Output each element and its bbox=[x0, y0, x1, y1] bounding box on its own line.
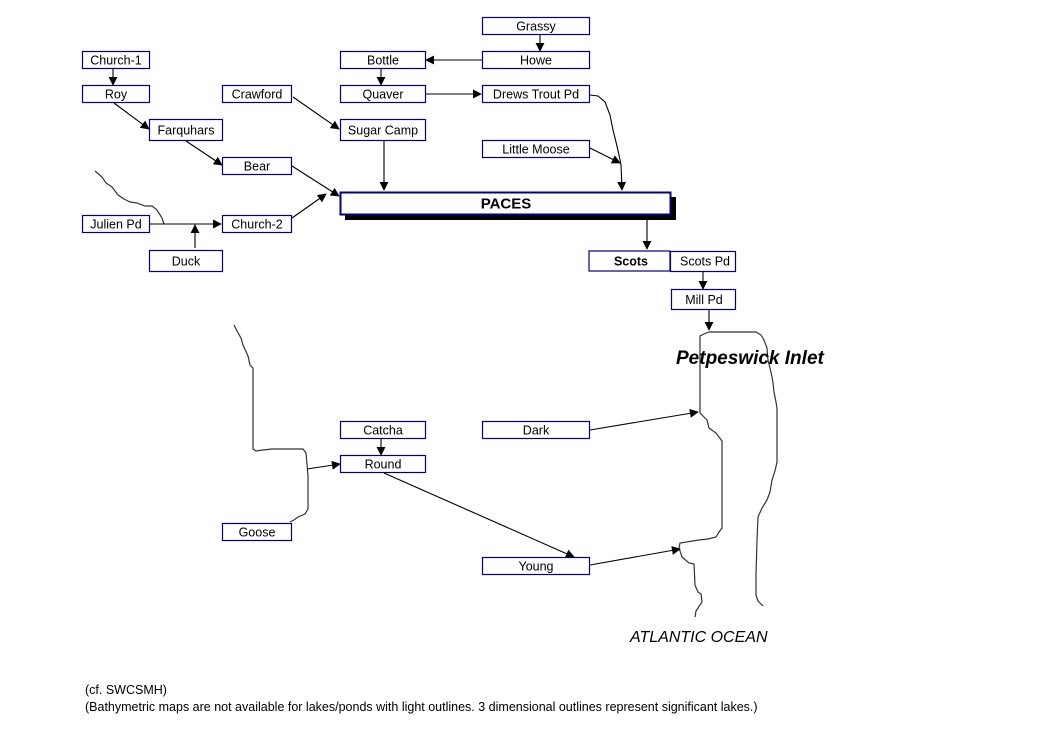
lake-label: Church-1 bbox=[90, 54, 141, 68]
lake-label: Scots bbox=[614, 255, 648, 269]
edge-littlemoose-drewsline bbox=[589, 147, 621, 164]
shoreline-upper-left bbox=[94, 170, 165, 225]
edge-goose-round bbox=[306, 460, 341, 470]
lake-label: Crawford bbox=[232, 88, 283, 102]
edge-crawford-sugarcamp bbox=[292, 96, 340, 130]
lake-howe: Howe bbox=[481, 50, 591, 70]
lake-label: Julien Pd bbox=[90, 218, 141, 232]
edge-church2-paces bbox=[291, 193, 327, 219]
lake-label: Duck bbox=[172, 255, 201, 269]
edge-dark-inlet bbox=[589, 408, 699, 431]
lake-quaver: Quaver bbox=[339, 84, 427, 104]
edge-round-young bbox=[383, 472, 575, 558]
lake-dark: Dark bbox=[481, 420, 591, 440]
lake-little-moose: Little Moose bbox=[481, 139, 591, 159]
lake-label: Mill Pd bbox=[685, 293, 723, 307]
lake-julien-pd: Julien Pd bbox=[81, 214, 151, 234]
lake-label: Roy bbox=[105, 88, 128, 102]
lake-label: Round bbox=[365, 458, 402, 472]
lake-scots: Scots bbox=[588, 250, 671, 272]
lake-label: Goose bbox=[239, 526, 276, 540]
lake-label: Bottle bbox=[367, 54, 399, 68]
paces-frame bbox=[339, 191, 672, 216]
lake-sugar-camp: Sugar Camp bbox=[339, 118, 427, 142]
lake-roy: Roy bbox=[81, 84, 151, 104]
petpeswick-inlet-label: Petpeswick Inlet bbox=[676, 348, 825, 369]
atlantic-ocean-label: ATLANTIC OCEAN bbox=[629, 629, 768, 646]
edge-drews-paces bbox=[589, 94, 627, 191]
edge-roy-farquhars bbox=[113, 102, 150, 130]
lake-label: Grassy bbox=[516, 20, 556, 34]
shoreline-inlet-east bbox=[709, 331, 778, 607]
lake-goose: Goose bbox=[221, 522, 293, 542]
lake-label: Farquhars bbox=[158, 124, 215, 138]
lake-label: Bear bbox=[244, 160, 270, 174]
lake-label: Little Moose bbox=[502, 143, 569, 157]
lake-bear: Bear bbox=[221, 156, 293, 176]
lake-drews-trout-pd: Drews Trout Pd bbox=[481, 84, 591, 104]
lake-label: Howe bbox=[520, 54, 552, 68]
edge-bear-paces bbox=[291, 165, 340, 197]
lake-paces: PACES bbox=[339, 191, 676, 220]
lake-crawford: Crawford bbox=[221, 84, 293, 104]
lake-label: Church-2 bbox=[231, 218, 282, 232]
bathymetry-note: (Bathymetric maps are not available for … bbox=[85, 700, 758, 714]
lake-catcha: Catcha bbox=[339, 420, 427, 440]
lake-church-2: Church-2 bbox=[221, 214, 293, 234]
lake-bottle: Bottle bbox=[339, 50, 427, 70]
lake-grassy: Grassy bbox=[481, 16, 591, 36]
lake-label: PACES bbox=[481, 196, 532, 213]
shoreline-goose bbox=[233, 324, 309, 523]
edge-young-inlet bbox=[589, 545, 681, 566]
shoreline-inlet-west bbox=[678, 331, 723, 618]
lake-mill-pd: Mill Pd bbox=[670, 288, 737, 311]
lake-duck: Duck bbox=[148, 249, 224, 273]
edge-farquhars-bear bbox=[185, 140, 223, 166]
lake-label: Dark bbox=[523, 424, 550, 438]
lake-label: Young bbox=[519, 560, 554, 574]
lake-label: Sugar Camp bbox=[348, 124, 418, 138]
lake-label: Drews Trout Pd bbox=[493, 88, 579, 102]
lake-label: Catcha bbox=[363, 424, 403, 438]
lake-farquhars: Farquhars bbox=[148, 118, 224, 142]
lake-young: Young bbox=[481, 556, 591, 576]
lake-round: Round bbox=[339, 454, 427, 474]
lake-church-1: Church-1 bbox=[81, 50, 151, 70]
lake-label: Quaver bbox=[363, 88, 404, 102]
lake-label: Scots Pd bbox=[680, 255, 730, 269]
source-note: (cf. SWCSMH) bbox=[85, 683, 167, 697]
lake-scots-pd: Scots Pd bbox=[669, 250, 737, 273]
